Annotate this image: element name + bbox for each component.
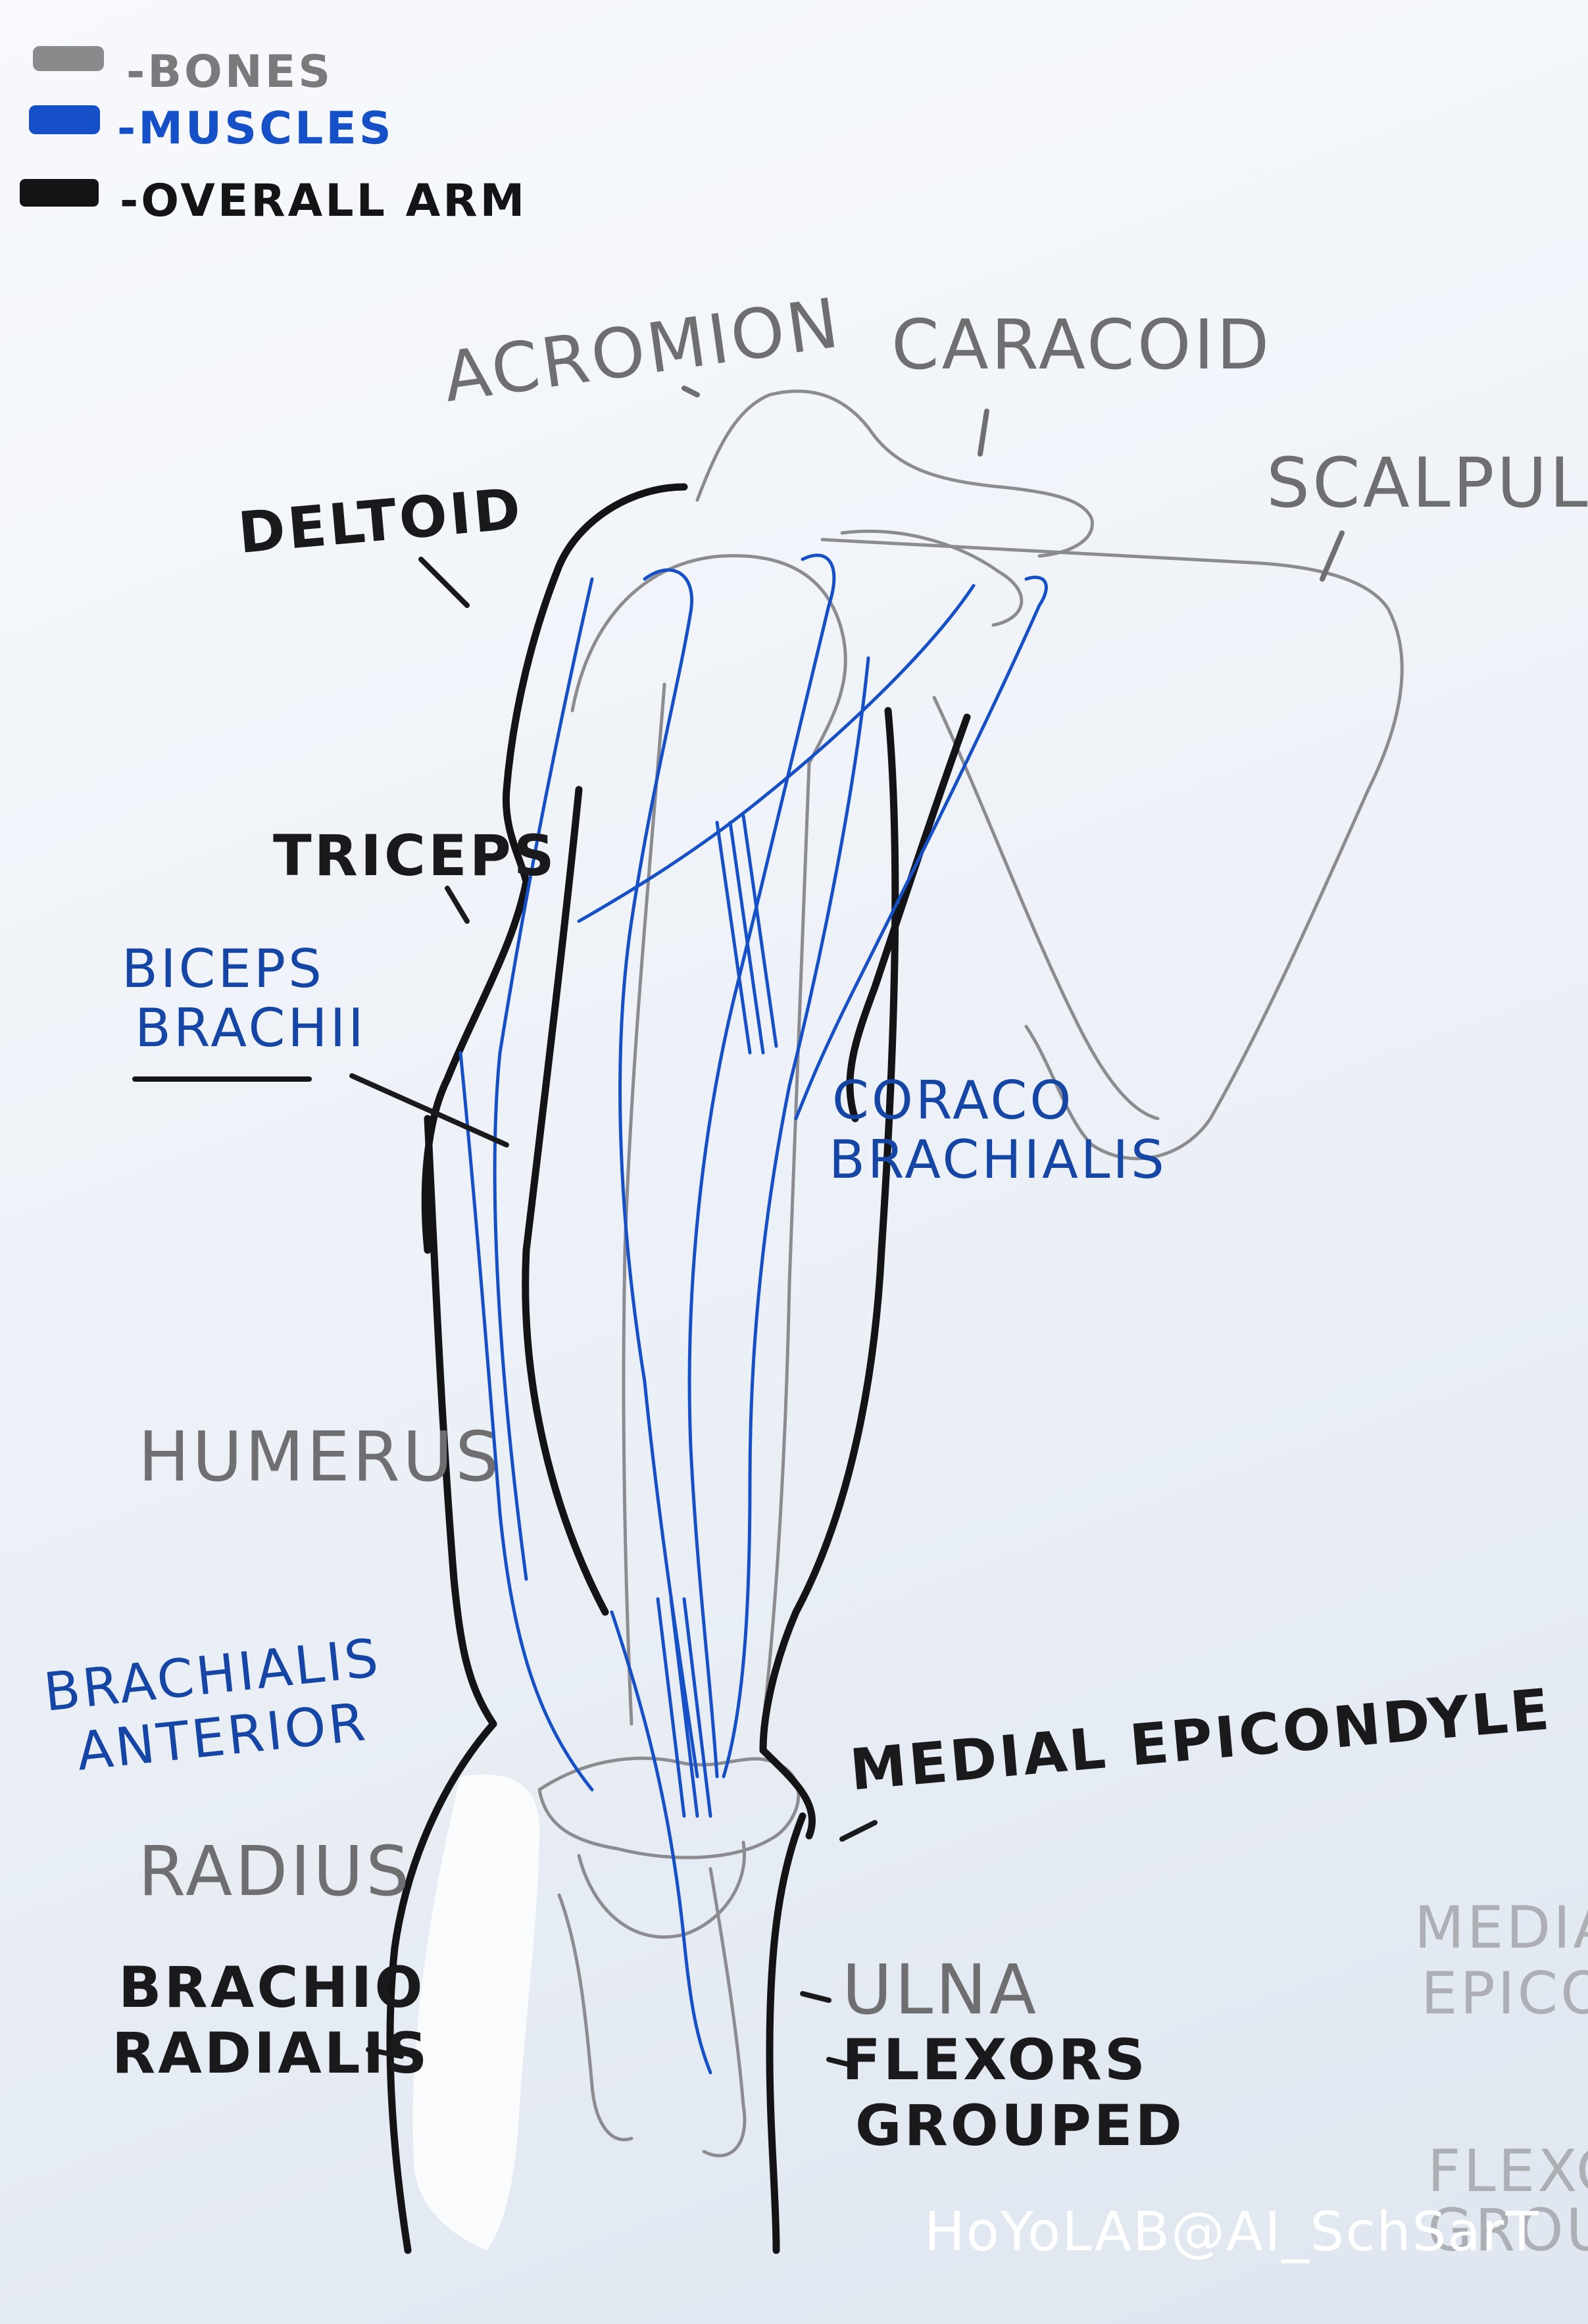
label-humerus: HUMERUS — [138, 1417, 501, 1497]
label-radialis: RADIALIS — [112, 2021, 430, 2086]
humerus-head — [570, 554, 847, 765]
label-acromion: ACROMION — [439, 282, 846, 417]
acromion-process — [695, 390, 1094, 558]
inner-arm-right — [759, 707, 899, 1754]
muscle-striation-4 — [656, 1597, 686, 1818]
brachialis-muscle — [459, 1051, 594, 1792]
legend-item-overall-arm: -OVERALL ARM — [20, 175, 527, 227]
bleed-group: GROUP — [1427, 2196, 1588, 2264]
legend-label-muscles: -MUSCLES — [117, 103, 394, 155]
muscle-striation-5 — [669, 1597, 699, 1818]
scapula-inner — [932, 695, 1160, 1121]
medial-epicondyle-outline — [759, 1746, 816, 1840]
ulna-leader — [800, 1991, 831, 2003]
muscles-blue-layer — [459, 553, 1048, 2075]
label-flexors: FLEXORS — [842, 2027, 1148, 2093]
triceps-outline — [421, 878, 530, 1254]
bleed-medial: MEDIAL — [1414, 1894, 1588, 1961]
watermark: HoYoLAB@AI_SchSarT — [924, 2201, 1540, 2263]
label-radius: RADIUS — [138, 1831, 412, 1911]
ulna-bone — [702, 1867, 747, 2158]
label-medial-epicondyle: MEDIAL EPICONDYLE — [847, 1677, 1554, 1804]
label-brachii: BRACHII — [135, 998, 366, 1059]
bleed-flexo: FLEXO — [1427, 2137, 1588, 2205]
arm-outline-ink — [386, 483, 971, 2254]
label-brachio: BRACHIO — [118, 1955, 426, 2021]
label-deltoid: DELTOID — [236, 476, 526, 566]
forearm-left — [386, 1720, 497, 2254]
legend-item-muscles: -MUSCLES — [29, 103, 394, 155]
muscles-swatch — [29, 105, 100, 134]
bicep-tendon — [610, 1610, 712, 2075]
acromion-leader — [682, 386, 700, 397]
coracobrachialis-muscle — [794, 575, 1048, 1121]
bleed-epicon: EPICON — [1421, 1959, 1588, 2027]
triceps-leader — [445, 886, 470, 924]
label-biceps: BICEPS — [122, 938, 324, 999]
muscle-striation-1 — [715, 821, 752, 1055]
coracobrachialis-outline — [846, 713, 971, 1123]
deltoid-outline — [502, 483, 688, 886]
caracoid-leader — [978, 409, 989, 457]
muscle-striation-6 — [682, 1597, 712, 1818]
coracoid-process — [840, 530, 1024, 627]
legend-item-bones: -BONES — [33, 46, 333, 98]
label-brachialis: BRACHIALIS — [829, 1129, 1167, 1190]
radius-bone — [557, 1893, 633, 2142]
overall-arm-swatch — [20, 179, 99, 207]
biceps-inner — [722, 656, 870, 1779]
muscle-striation-2 — [728, 821, 765, 1055]
label-coraco: CORACO — [832, 1070, 1074, 1131]
biceps-outline — [522, 786, 609, 1616]
brachioradialis-leader — [366, 2047, 404, 2059]
biceps-leader — [349, 1073, 509, 1148]
bones-pencil-layer — [537, 390, 1404, 2158]
triceps-muscle — [493, 577, 594, 1581]
coracobrachialis-tendon — [577, 584, 976, 923]
scalpula-leader — [1320, 530, 1345, 582]
bones-swatch — [33, 46, 104, 71]
label-caracoid: CARACOID — [891, 305, 1272, 385]
scapula-outline — [820, 538, 1404, 1161]
outer-arm-left — [424, 1115, 497, 1728]
deltoid-leader — [418, 557, 470, 608]
legend-label-overall-arm: -OVERALL ARM — [120, 175, 527, 227]
flexors-leader — [826, 2057, 858, 2069]
biceps-long-head — [618, 568, 699, 1779]
legend: -BONES -MUSCLES -OVERALL ARM — [20, 46, 527, 227]
label-scalpula: SCALPULA — [1266, 443, 1588, 523]
forearm-white-highlight — [412, 1774, 539, 2250]
muscle-striation-3 — [741, 814, 778, 1048]
label-triceps: TRICEPS — [273, 823, 557, 889]
label-grouped: GROUPED — [855, 2093, 1185, 2159]
distal-humerus — [537, 1756, 801, 1859]
medial-epicondyle-leader — [839, 1820, 878, 1842]
label-ulna: ULNA — [842, 1950, 1039, 2030]
forearm-right — [766, 1812, 806, 2254]
leader-lines — [132, 386, 1345, 2069]
legend-label-bones: -BONES — [126, 46, 333, 98]
humerus-shaft-right — [761, 761, 811, 1726]
biceps-short-head — [687, 553, 836, 1779]
